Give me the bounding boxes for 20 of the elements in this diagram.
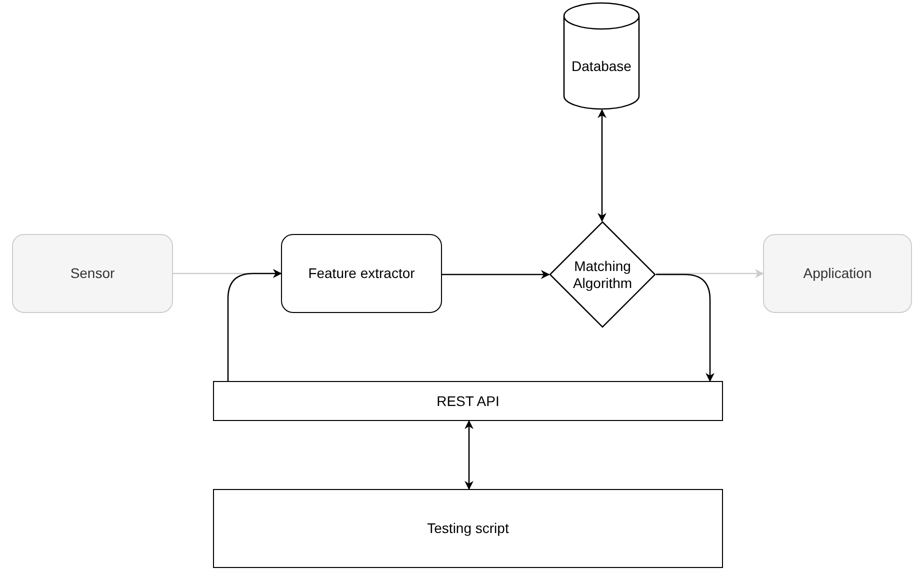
process-box: [213, 381, 723, 421]
arrow: [598, 109, 606, 222]
arrow: [464, 420, 474, 490]
arrow: [227, 269, 282, 381]
node-label: Feature extractor: [308, 265, 415, 282]
process-box: [213, 489, 723, 568]
arrow: [656, 274, 714, 382]
node-label: Database: [572, 58, 632, 74]
process-box: [12, 234, 173, 313]
process-box: [763, 234, 912, 313]
node-label: Sensor: [70, 265, 115, 282]
node-label: Testing script: [427, 520, 509, 537]
arrow: [442, 270, 550, 279]
database-cylinder: [563, 2, 640, 110]
process-box: [281, 234, 442, 313]
node-label: Application: [803, 265, 872, 282]
node-label: REST API: [436, 392, 500, 410]
node-label: Matching Algorithm: [572, 258, 632, 292]
arrow: [656, 269, 764, 278]
decision-diamond: [549, 221, 656, 328]
